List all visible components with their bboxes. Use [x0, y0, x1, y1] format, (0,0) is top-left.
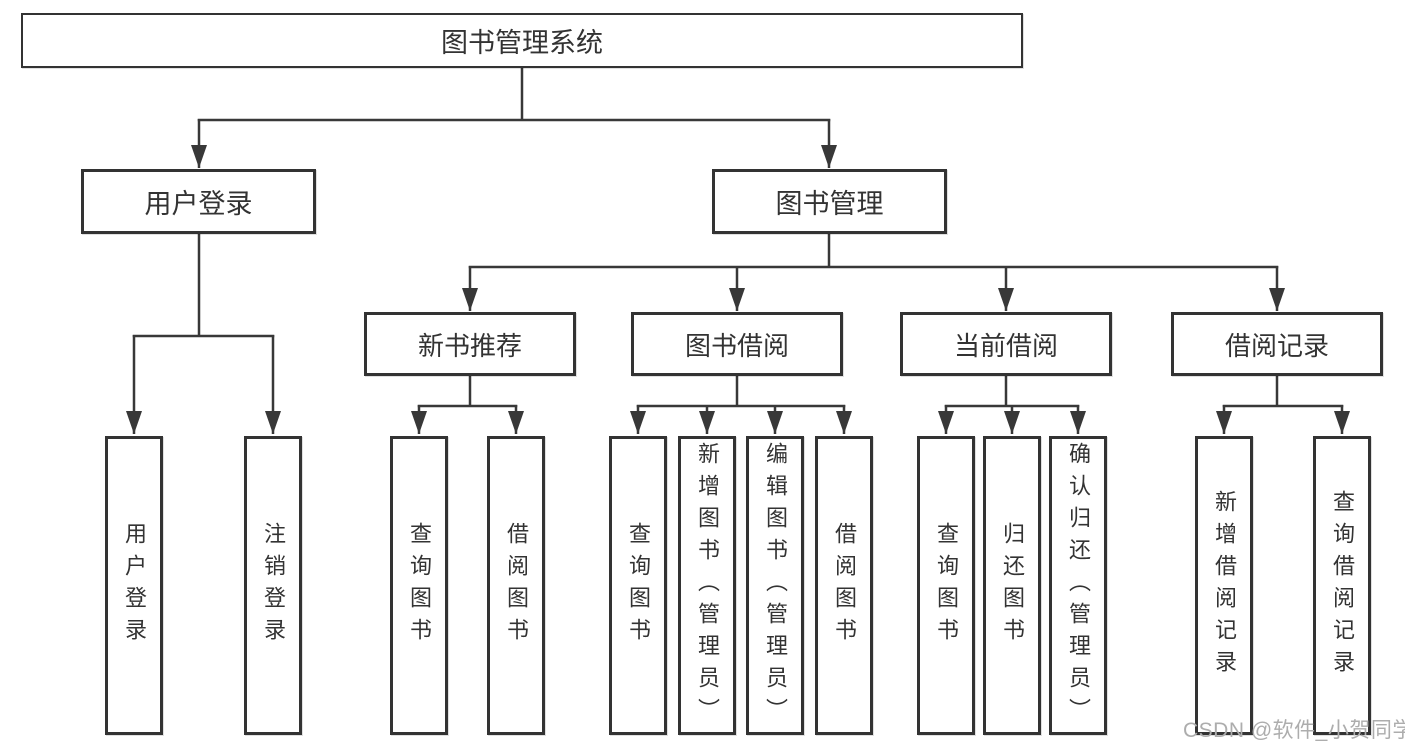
node-book-management: 图书管理 — [712, 169, 947, 234]
node-label: 图书借阅 — [684, 330, 789, 361]
leaf-label: 查询图书 — [407, 521, 432, 650]
node-borrowing-records: 借阅记录 — [1171, 312, 1383, 376]
leaf-logout: 注销登录 — [244, 436, 302, 735]
node-label: 新书推荐 — [417, 330, 522, 361]
leaf-label: 用户登录 — [122, 521, 147, 650]
leaf-confirm-return-admin: 确认归还（管理员） — [1049, 436, 1107, 735]
leaf-add-books-admin: 新增图书（管理员） — [678, 436, 736, 735]
node-book-management-system: 图书管理系统 — [21, 13, 1023, 68]
node-book-borrowing: 图书借阅 — [631, 312, 843, 376]
node-label: 图书管理系统 — [441, 28, 603, 58]
leaf-label: 借阅图书 — [832, 521, 857, 650]
leaf-query-borrow-record: 查询借阅记录 — [1313, 436, 1371, 735]
leaf-label: 新增借阅记录 — [1212, 489, 1237, 682]
leaf-label: 确认归还（管理员） — [1066, 441, 1091, 730]
leaf-borrow-books-recommend: 借阅图书 — [487, 436, 545, 735]
leaf-add-borrow-record: 新增借阅记录 — [1195, 436, 1253, 735]
leaf-return-books: 归还图书 — [983, 436, 1041, 735]
leaf-query-books-borrowing: 查询图书 — [609, 436, 667, 735]
node-label: 图书管理 — [775, 189, 884, 219]
leaf-label: 查询图书 — [626, 521, 651, 650]
node-new-book-recommend: 新书推荐 — [364, 312, 576, 376]
leaf-label: 借阅图书 — [504, 521, 529, 650]
leaf-label: 归还图书 — [1000, 521, 1025, 650]
node-label: 当前借阅 — [953, 330, 1058, 361]
leaf-query-books-recommend: 查询图书 — [390, 436, 448, 735]
leaf-label: 新增图书（管理员） — [695, 441, 720, 730]
leaf-label: 查询借阅记录 — [1330, 489, 1355, 682]
leaf-user-login: 用户登录 — [105, 436, 163, 735]
leaf-edit-books-admin: 编辑图书（管理员） — [746, 436, 804, 735]
node-user-login: 用户登录 — [81, 169, 316, 234]
node-label: 借阅记录 — [1224, 330, 1329, 361]
leaf-label: 编辑图书（管理员） — [763, 441, 788, 730]
leaf-query-books-current: 查询图书 — [917, 436, 975, 735]
leaf-label: 注销登录 — [261, 521, 286, 650]
csdn-watermark: CSDN @软件_小贺同学 — [1183, 719, 1405, 742]
leaf-borrow-books: 借阅图书 — [815, 436, 873, 735]
node-current-borrowing: 当前借阅 — [900, 312, 1112, 376]
node-label: 用户登录 — [144, 189, 253, 219]
leaf-label: 查询图书 — [934, 521, 959, 650]
